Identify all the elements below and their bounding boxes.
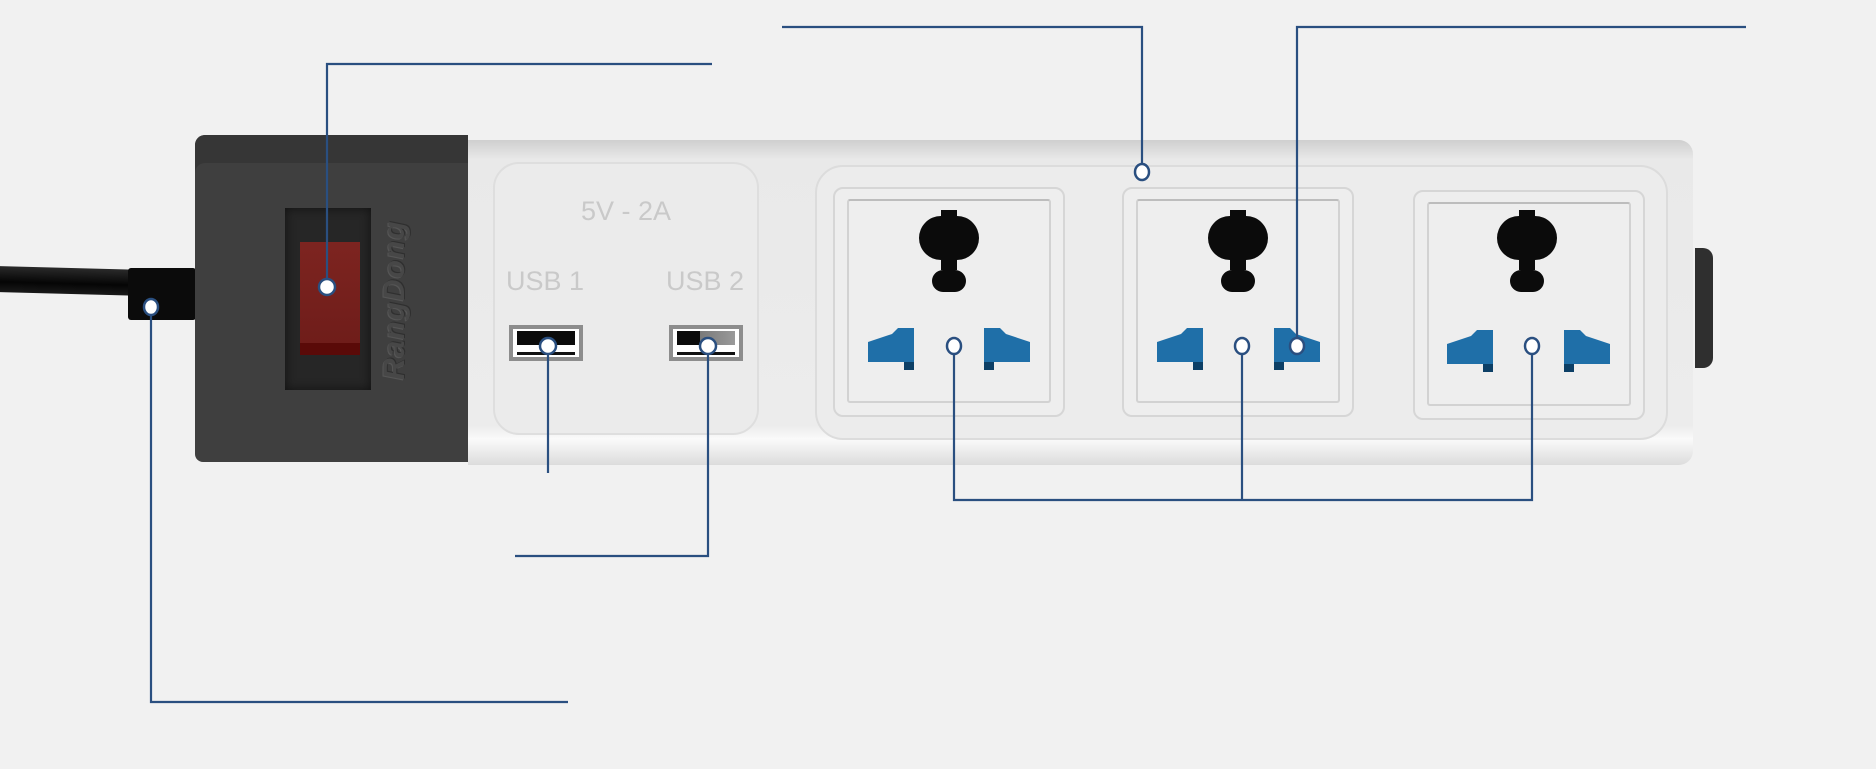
power-switch[interactable] (300, 242, 360, 355)
end-cap-knob (1695, 248, 1713, 368)
usb-1-label: USB 1 (505, 266, 585, 296)
usb-panel (493, 162, 759, 435)
callout-dot-socket-3 (1523, 336, 1541, 356)
callout-dot-usb-2 (698, 336, 718, 356)
live-pin-right-icon (1564, 330, 1610, 372)
callout-dot-socket-2 (1233, 336, 1251, 356)
callout-line-socket-pin (1295, 25, 1746, 346)
callout-dot-socket-1 (945, 336, 963, 356)
power-cord-strain-relief (128, 268, 196, 320)
callout-line-housing (782, 25, 1144, 172)
live-pin-left-icon (1447, 330, 1493, 372)
callout-line-power-cord (149, 307, 568, 704)
ground-pin-icon (1208, 210, 1268, 292)
callout-line-usb-2 (515, 346, 710, 558)
callout-dot-usb-1 (538, 336, 558, 356)
callout-dot-housing (1133, 162, 1151, 182)
callout-dot-power-switch (317, 277, 337, 297)
callout-line-power-switch (325, 62, 712, 287)
usb-2-label: USB 2 (665, 266, 745, 296)
callout-dot-socket-pin (1288, 336, 1306, 356)
live-pin-right-icon (984, 328, 1030, 370)
live-pin-left-icon (1157, 328, 1203, 370)
ground-pin-icon (1497, 210, 1557, 292)
live-pin-left-icon (868, 328, 914, 370)
usb-rating-label: 5V - 2A (580, 196, 672, 226)
ground-pin-icon (919, 210, 979, 292)
callout-dot-power-cord (142, 297, 160, 317)
